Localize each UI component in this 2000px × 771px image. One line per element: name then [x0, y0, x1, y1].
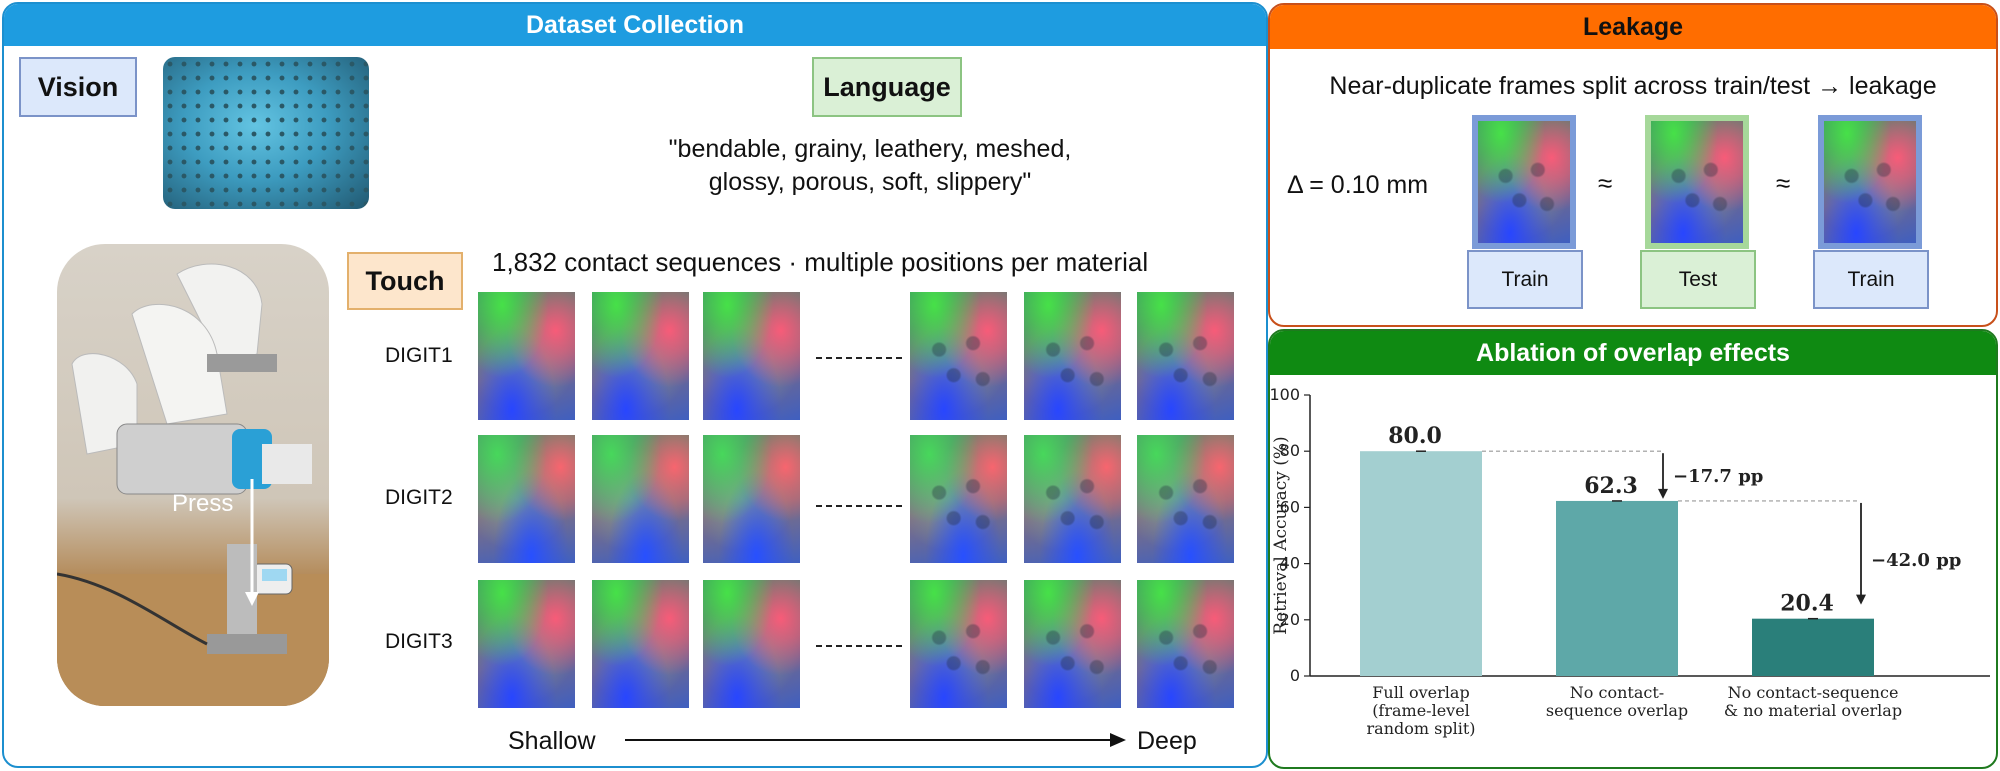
- tactile-frame: [910, 292, 1007, 420]
- tactile-frame: [1024, 292, 1121, 420]
- train-frame-2: [1818, 115, 1922, 249]
- ablation-header: Ablation of overlap effects: [1270, 331, 1996, 375]
- language-description: "bendable, grainy, leathery, meshed, glo…: [560, 133, 1180, 199]
- tactile-frame: [1024, 435, 1121, 563]
- vision-photo: [163, 57, 369, 209]
- tactile-frame: [1137, 292, 1234, 420]
- split-label-train: Train: [1467, 250, 1583, 309]
- tactile-frame: [592, 435, 689, 563]
- bar-value-label: 62.3: [1584, 473, 1638, 499]
- sequence-gap-dashes: [816, 357, 902, 359]
- delta-label: Δ = 0.10 mm: [1287, 171, 1429, 199]
- bar-value-label: 20.4: [1780, 591, 1834, 617]
- robot-arm-photo: Press: [57, 244, 329, 706]
- drop-arrow-head: [1856, 594, 1866, 605]
- tactile-frame: [1478, 121, 1570, 243]
- depth-arrow-icon: [625, 733, 1126, 747]
- tactile-frame: [478, 580, 575, 708]
- x-tick-label: No contact-: [1570, 683, 1664, 702]
- tactile-frame: [1137, 435, 1234, 563]
- tactile-frame: [1824, 121, 1916, 243]
- y-tick-label: 80: [1280, 441, 1300, 460]
- dataset-collection-header: Dataset Collection: [4, 4, 1266, 46]
- drop-annotation: −17.7 pp: [1673, 466, 1763, 487]
- tactile-frame: [592, 292, 689, 420]
- tactile-frame: [1651, 121, 1743, 243]
- y-tick-label: 0: [1290, 666, 1300, 685]
- train-frame-1: [1472, 115, 1576, 249]
- y-tick-label: 40: [1280, 554, 1300, 573]
- approx-symbol: ≈: [1776, 168, 1791, 198]
- language-text-line2: glossy, porous, soft, slippery": [708, 168, 1032, 196]
- tactile-frame: [703, 580, 800, 708]
- x-tick-label: sequence overlap: [1546, 701, 1688, 720]
- tactile-frame: [1137, 580, 1234, 708]
- approx-symbol: ≈: [1598, 168, 1613, 198]
- tactile-frame: [910, 435, 1007, 563]
- y-tick-label: 100: [1270, 385, 1300, 404]
- x-tick-label: (frame-level: [1372, 701, 1470, 720]
- language-text-line1: "bendable, grainy, leathery, meshed,: [668, 135, 1072, 163]
- leakage-caption: Near-duplicate frames split across train…: [1329, 72, 1937, 100]
- x-tick-label: Full overlap: [1372, 683, 1469, 702]
- axis-end-label: Deep: [1137, 727, 1197, 755]
- touch-caption: 1,832 contact sequences · multiple posit…: [492, 247, 1149, 277]
- row-label-digit1: DIGIT1: [385, 344, 453, 367]
- bar: [1752, 618, 1874, 676]
- tactile-frame: [910, 580, 1007, 708]
- robot-arm-illustration: [57, 263, 329, 706]
- language-label: Language: [812, 57, 962, 117]
- y-axis-label: Retrieval Accuracy (%): [1271, 436, 1291, 634]
- split-label-test: Test: [1640, 250, 1756, 309]
- x-tick-label: random split): [1367, 719, 1476, 738]
- tactile-frame: [478, 435, 575, 563]
- x-tick-label: & no material overlap: [1724, 701, 1902, 720]
- touch-label: Touch: [347, 252, 463, 310]
- sequence-gap-dashes: [816, 645, 902, 647]
- bar-value-label: 80.0: [1388, 423, 1442, 449]
- tactile-frame: [1024, 580, 1121, 708]
- tactile-frame: [703, 435, 800, 563]
- drop-annotation: −42.0 pp: [1871, 550, 1961, 571]
- vision-label: Vision: [19, 57, 137, 117]
- y-tick-label: 20: [1280, 610, 1300, 629]
- sequence-gap-dashes: [816, 505, 902, 507]
- row-label-digit3: DIGIT3: [385, 630, 453, 653]
- x-tick-label: No contact-sequence: [1728, 683, 1899, 702]
- drop-arrow-head: [1658, 488, 1668, 499]
- row-label-digit2: DIGIT2: [385, 486, 453, 509]
- tactile-frame: [592, 580, 689, 708]
- tactile-frame: [703, 292, 800, 420]
- bar: [1360, 451, 1482, 676]
- y-tick-label: 60: [1280, 497, 1300, 516]
- split-label-train: Train: [1813, 250, 1929, 309]
- tactile-frame: [478, 292, 575, 420]
- press-label: Press: [172, 490, 234, 517]
- axis-start-label: Shallow: [508, 727, 596, 755]
- bar: [1556, 500, 1678, 676]
- leakage-header: Leakage: [1270, 5, 1996, 49]
- test-frame: [1645, 115, 1749, 249]
